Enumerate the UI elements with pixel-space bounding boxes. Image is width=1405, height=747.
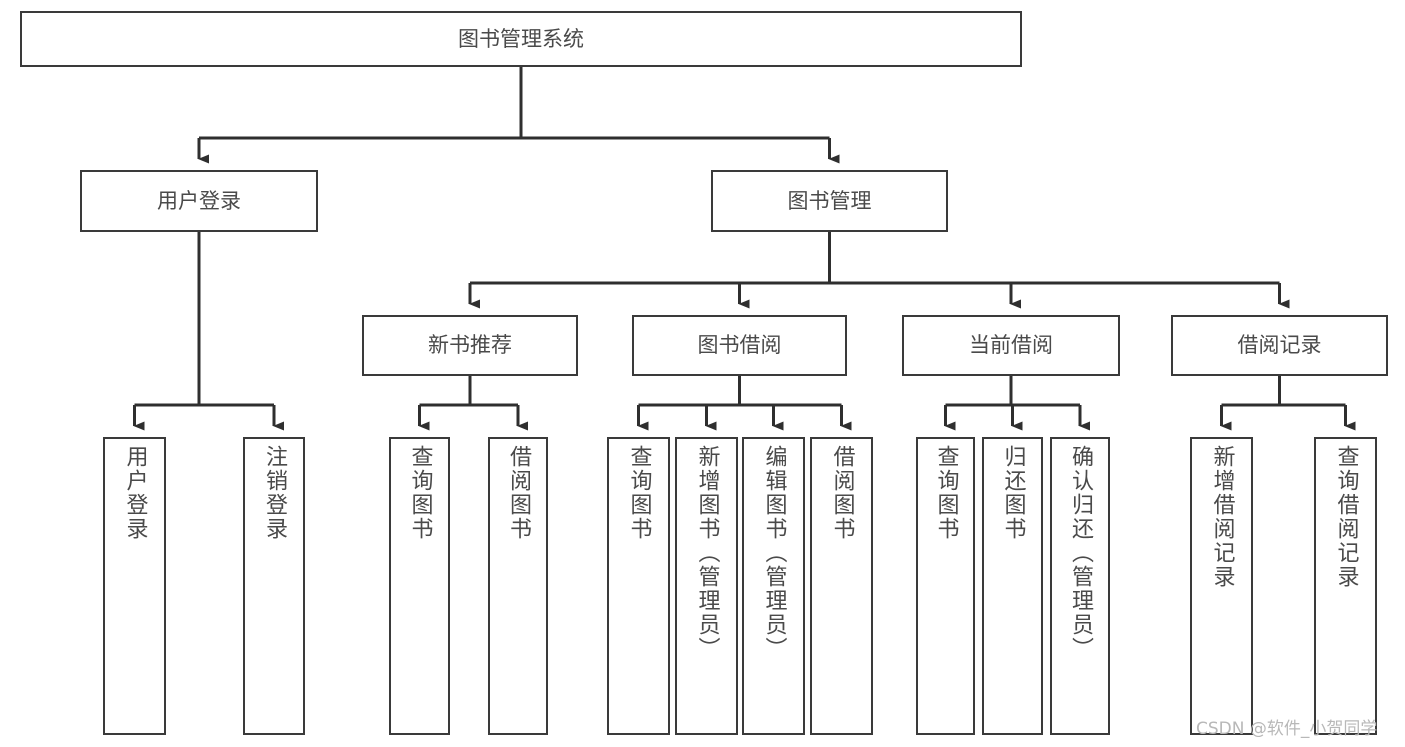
node-label: 查询借阅记录 [1333, 445, 1359, 589]
node-leaf-cur-2[interactable]: 归还图书 [982, 437, 1043, 735]
node-current[interactable]: 当前借阅 [902, 315, 1120, 376]
node-label: 注销登录 [261, 445, 287, 541]
node-label: 借阅记录 [1237, 333, 1322, 358]
node-label: 查询图书 [626, 445, 652, 541]
node-login[interactable]: 用户登录 [80, 170, 318, 232]
node-label: 用户登录 [157, 188, 241, 213]
node-bookmgmt[interactable]: 图书管理 [711, 170, 948, 232]
node-leaf-bor-3[interactable]: 编辑图书（管理员） [742, 437, 805, 735]
node-records[interactable]: 借阅记录 [1171, 315, 1388, 376]
node-label: 借阅图书 [829, 445, 855, 541]
node-leaf-rec-2[interactable]: 查询借阅记录 [1314, 437, 1377, 735]
node-leaf-bor-4[interactable]: 借阅图书 [810, 437, 873, 735]
node-leaf-bor-1[interactable]: 查询图书 [607, 437, 670, 735]
node-label: 新书推荐 [428, 333, 512, 358]
node-label: 图书借阅 [697, 333, 782, 358]
node-label: 确认归还（管理员） [1067, 445, 1093, 661]
node-leaf-cur-3[interactable]: 确认归还（管理员） [1050, 437, 1110, 735]
node-leaf-login-1[interactable]: 用户登录 [103, 437, 166, 735]
node-label: 新增图书（管理员） [694, 445, 720, 661]
node-leaf-bor-2[interactable]: 新增图书（管理员） [675, 437, 738, 735]
node-label: 查询图书 [407, 445, 433, 541]
node-root[interactable]: 图书管理系统 [20, 11, 1022, 67]
node-label: 图书管理 [787, 188, 872, 213]
node-label: 用户登录 [122, 445, 148, 541]
node-label: 查询图书 [933, 445, 959, 541]
csdn-watermark: CSDN @软件_小贺同学 [1196, 719, 1378, 739]
node-leaf-login-2[interactable]: 注销登录 [243, 437, 305, 735]
node-label: 新增借阅记录 [1209, 445, 1235, 589]
node-label: 借阅图书 [505, 445, 531, 541]
node-label: 图书管理系统 [458, 26, 584, 51]
node-label: 归还图书 [1000, 445, 1026, 541]
node-leaf-new-1[interactable]: 查询图书 [389, 437, 450, 735]
node-label: 当前借阅 [969, 333, 1053, 358]
node-leaf-rec-1[interactable]: 新增借阅记录 [1190, 437, 1253, 735]
node-leaf-new-2[interactable]: 借阅图书 [488, 437, 548, 735]
node-leaf-cur-1[interactable]: 查询图书 [916, 437, 975, 735]
node-newrec[interactable]: 新书推荐 [362, 315, 578, 376]
node-borrow[interactable]: 图书借阅 [632, 315, 847, 376]
node-label: 编辑图书（管理员） [761, 445, 787, 661]
